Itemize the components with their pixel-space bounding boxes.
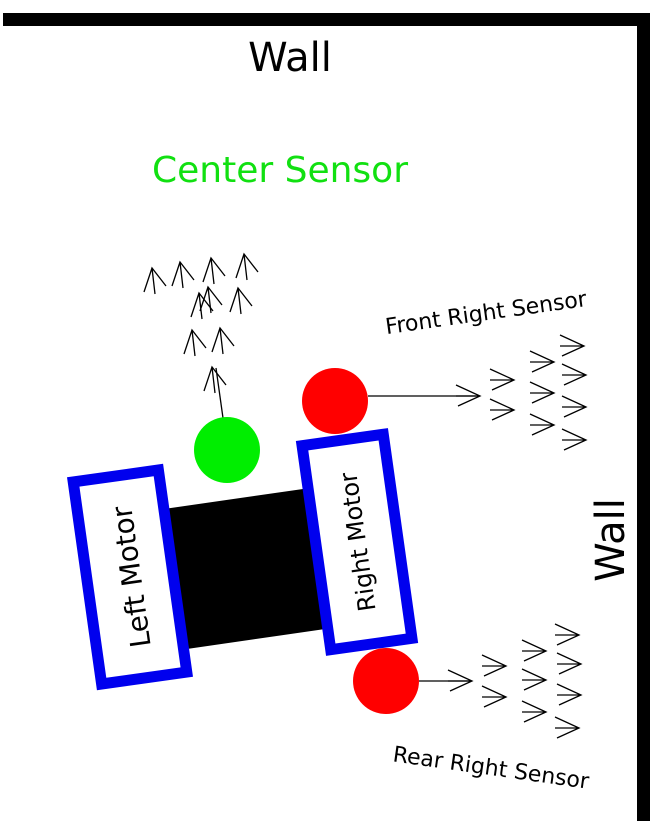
center-sensor-label: Center Sensor [152,150,408,191]
signal-chevron [521,668,548,691]
robot-body [157,488,332,650]
signal-chevron [455,384,482,407]
signal-chevron [559,334,586,357]
signal-chevron [554,716,581,739]
right-wall [637,13,650,821]
signal-chevron [183,328,207,357]
right-motor: Right Motor [295,428,419,656]
signal-chevron [171,260,195,289]
center-sensor-beam [143,252,259,419]
signal-chevron [199,285,223,314]
signal-chevron [235,252,259,281]
rear-right-sensor-label: Rear Right Sensor [391,742,591,794]
top-wall [3,13,650,26]
signal-chevron [561,428,588,451]
signal-chevron [561,395,588,418]
signal-chevron [521,639,548,662]
rear-right-chevrons [447,623,583,739]
rear-right-sensor [353,648,419,714]
signal-chevron [481,685,508,708]
signal-chevron [202,256,226,285]
signal-chevron [211,326,235,355]
left-motor: Left Motor [67,463,193,691]
signal-chevron [481,654,508,677]
signal-chevron [143,266,167,295]
signal-chevron [447,669,474,692]
signal-chevron [556,683,583,706]
signal-chevron [489,368,516,391]
signal-chevron [521,700,548,723]
center-sensor [194,417,260,483]
front-right-chevrons [455,334,588,451]
signal-chevron [529,413,556,436]
top-wall-label: Wall [248,35,332,81]
signal-chevron [229,286,253,315]
signal-chevron [561,363,588,386]
signal-chevron [203,365,227,394]
front-right-sensor [302,368,368,434]
signal-chevron [529,381,556,404]
signal-chevron [489,398,516,421]
front-right-sensor-label: Front Right Sensor [384,287,589,340]
signal-chevron [529,350,556,373]
right-wall-label: Wall [588,498,634,582]
signal-chevron [556,652,583,675]
signal-chevron [190,291,214,320]
signal-chevron [554,623,581,646]
